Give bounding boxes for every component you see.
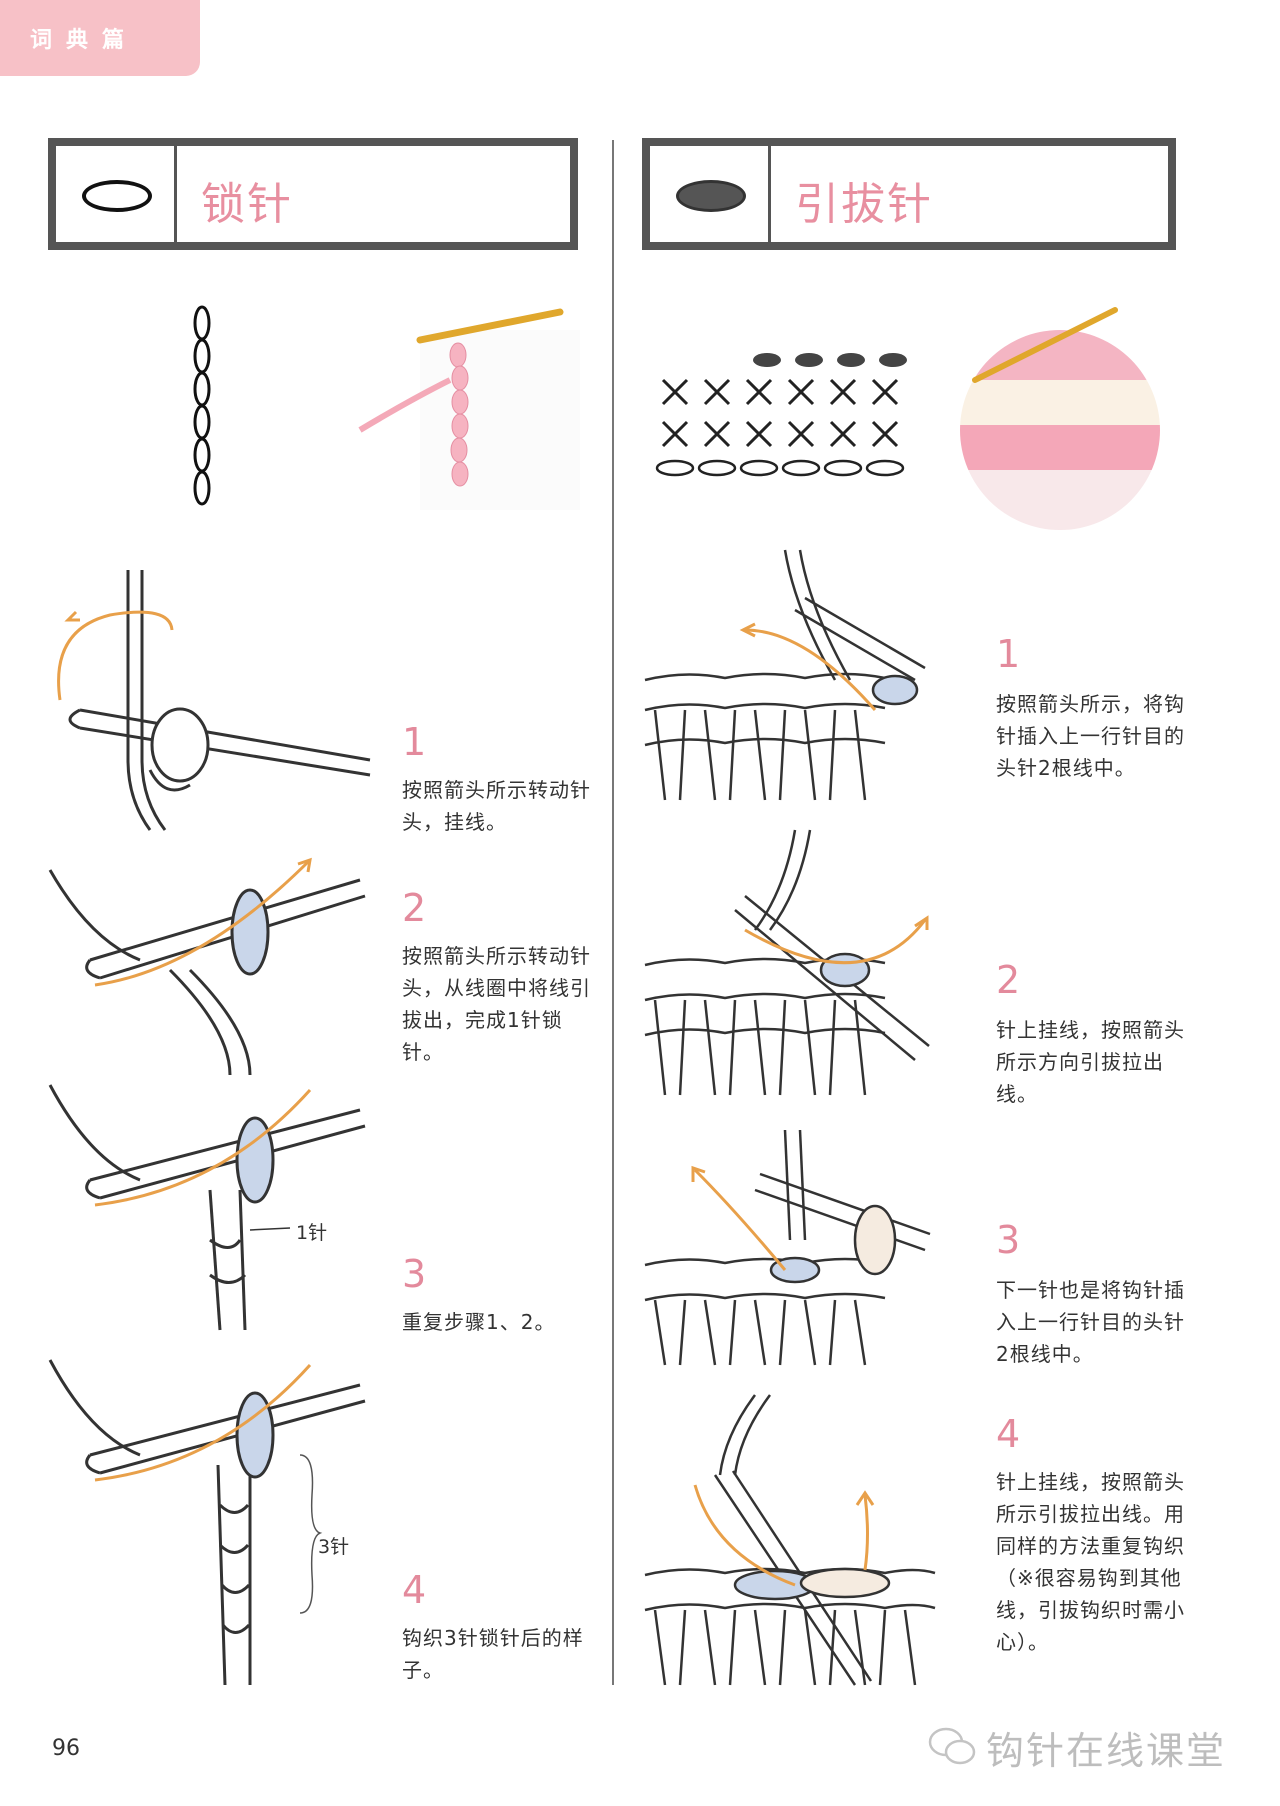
slip-step-1-number: 1 xyxy=(996,632,1020,676)
slip-step2-illustration xyxy=(645,830,955,1100)
one-stitch-label: 1针 xyxy=(296,1218,327,1245)
slip-step-2-number: 2 xyxy=(996,958,1020,1002)
slip-step1-illustration xyxy=(645,550,945,810)
watermark-text: 钩针在线课堂 xyxy=(986,1720,1226,1775)
chain-step-2-text: 按照箭头所示转动针头，从线圈中将线引拔出，完成1针锁针。 xyxy=(402,940,592,1068)
chain-step2-illustration xyxy=(50,860,370,1080)
slip-step4-illustration xyxy=(645,1395,945,1690)
slip-step-4-number: 4 xyxy=(996,1412,1020,1456)
slip-stitch-symbol-icon xyxy=(676,180,746,212)
symbol-cell xyxy=(51,141,177,247)
chain-step-2-number: 2 xyxy=(402,886,426,930)
slip-stitch-header: 引拔针 xyxy=(642,138,1176,250)
slip-step3-illustration xyxy=(645,1130,945,1370)
chain-step-3-text: 重复步骤1、2。 xyxy=(402,1306,602,1338)
slip-step-4-text: 针上挂线，按照箭头所示引拔拉出线。用同样的方法重复钩织（※很容易钩到其他线，引拔… xyxy=(996,1466,1188,1658)
wechat-icon xyxy=(928,1726,978,1766)
column-divider xyxy=(612,140,614,1685)
three-stitch-label: 3针 xyxy=(318,1532,349,1559)
slip-stitch-photo xyxy=(945,330,1175,530)
slip-stitch-chart xyxy=(655,350,915,480)
symbol-cell xyxy=(645,141,771,247)
chain-step-3-number: 3 xyxy=(402,1252,426,1296)
chain-step-4-number: 4 xyxy=(402,1568,426,1612)
chain-step1-illustration xyxy=(50,570,370,830)
chain-step-4-text: 钩织3针锁针后的样子。 xyxy=(402,1622,592,1686)
chain-stitch-symbol-icon xyxy=(82,180,152,212)
chain-step4-illustration xyxy=(50,1355,370,1690)
chain-stitch-chart xyxy=(190,305,214,505)
section-title-chain: 锁针 xyxy=(201,168,293,232)
section-tab-label: 词典篇 xyxy=(30,22,138,54)
title-cell: 引拔针 xyxy=(771,141,1173,247)
section-title-slip: 引拔针 xyxy=(795,168,933,232)
chain-step-1-number: 1 xyxy=(402,720,426,764)
slip-step-3-text: 下一针也是将钩针插入上一行针目的头针2根线中。 xyxy=(996,1274,1196,1370)
chain-step3-illustration xyxy=(50,1080,370,1340)
chain-step-1-text: 按照箭头所示转动针头，挂线。 xyxy=(402,774,602,838)
page-number: 96 xyxy=(52,1736,80,1761)
chain-stitch-header: 锁针 xyxy=(48,138,578,250)
slip-step-1-text: 按照箭头所示，将钩针插入上一行针目的头针2根线中。 xyxy=(996,688,1196,784)
chain-stitch-photo xyxy=(350,310,580,510)
slip-step-3-number: 3 xyxy=(996,1218,1020,1262)
title-cell: 锁针 xyxy=(177,141,575,247)
slip-step-2-text: 针上挂线，按照箭头所示方向引拔拉出线。 xyxy=(996,1014,1196,1110)
